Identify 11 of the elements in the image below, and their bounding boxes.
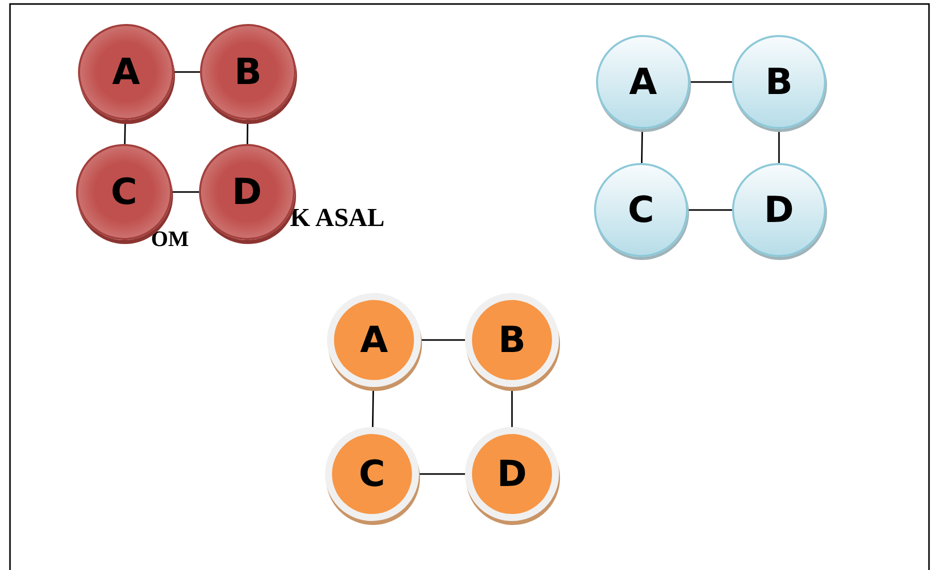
circle-node: B — [732, 35, 826, 129]
connector-line — [688, 209, 732, 211]
circle-node: D — [732, 163, 826, 257]
circle-node: A — [596, 35, 690, 129]
connector-line — [421, 339, 465, 341]
connector-line — [778, 129, 780, 163]
connector-line — [174, 71, 200, 73]
circle-node: C — [594, 163, 688, 257]
connector-line — [419, 473, 465, 475]
connector-line — [172, 191, 199, 193]
connector-line — [690, 81, 732, 83]
